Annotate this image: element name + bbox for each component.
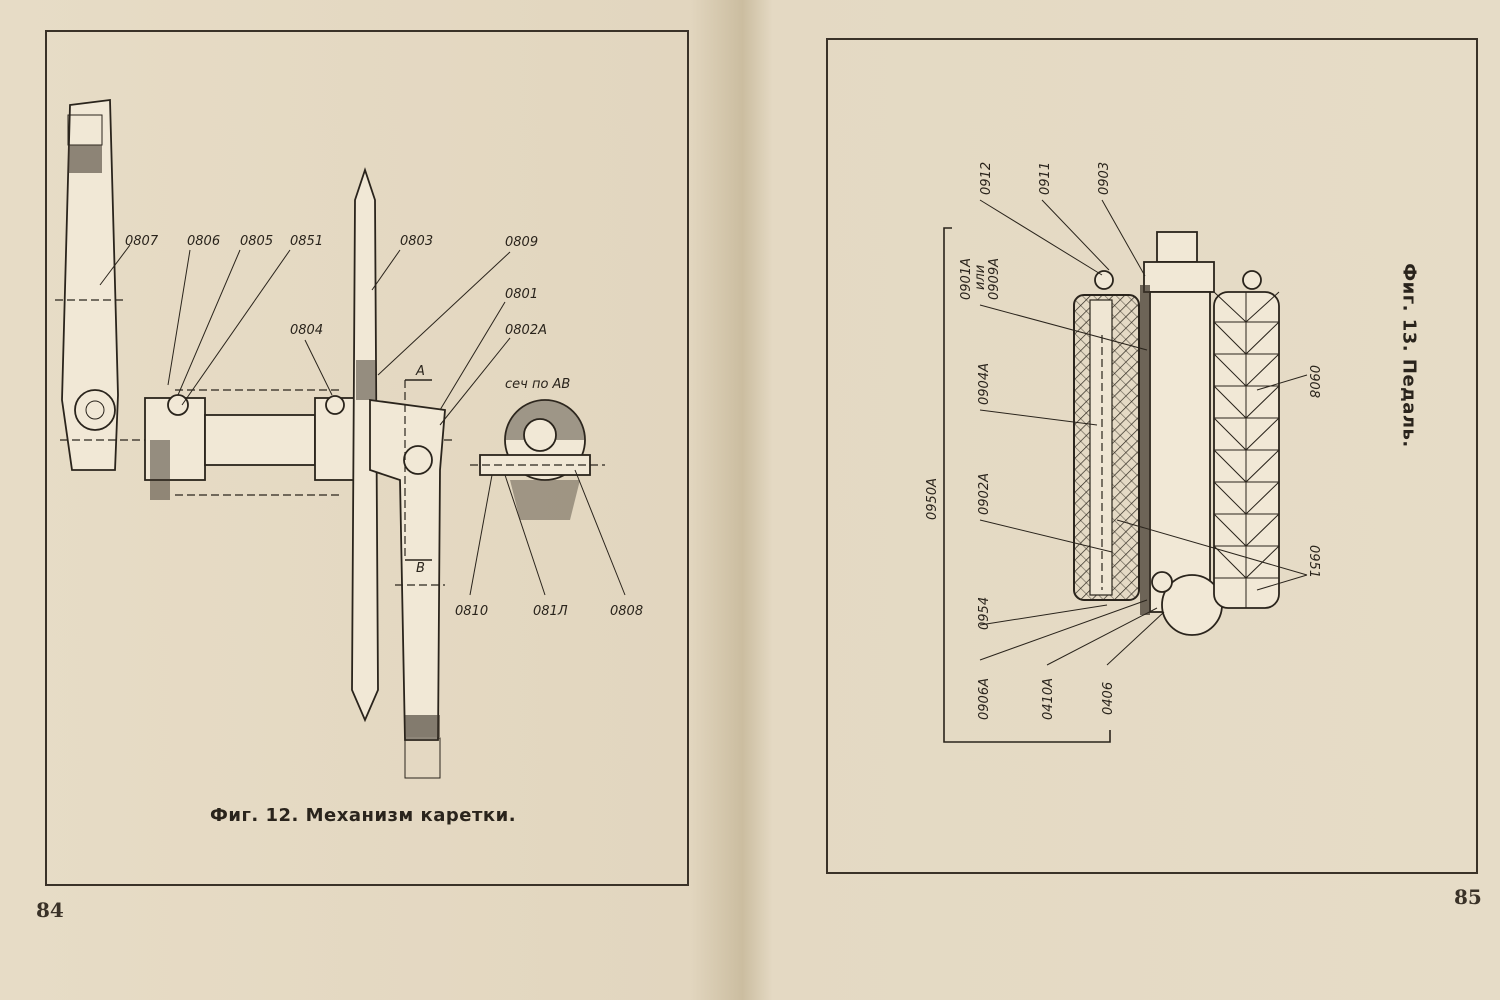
callout-0804: 0804 xyxy=(290,323,323,338)
callout-0908: 0908 xyxy=(1306,365,1321,398)
callout-081l: 081Л xyxy=(533,604,568,619)
pedal-spindle xyxy=(1094,231,1262,636)
right-page: 0912 0911 0903 0901А или 0909А 0904А 090… xyxy=(752,0,1500,1000)
left-crank xyxy=(61,98,119,471)
right-figure-caption: Фиг. 13. Педаль. xyxy=(1398,263,1420,448)
section-mark-b: B xyxy=(416,561,425,576)
callout-0803: 0803 xyxy=(400,234,433,249)
callout-0802a: 0802А xyxy=(505,323,547,338)
callout-ili: или xyxy=(973,265,988,290)
callout-0807: 0807 xyxy=(125,234,159,249)
callout-0902a: 0902А xyxy=(977,473,992,515)
callout-0809: 0809 xyxy=(505,235,538,250)
callout-0901a: 0901А xyxy=(959,258,974,300)
left-page: 0807 0806 0805 0851 0803 0809 0801 0802А… xyxy=(36,30,689,922)
callout-0808: 0808 xyxy=(610,604,643,619)
section-label: сеч по АВ xyxy=(505,377,570,392)
pedal-right-block xyxy=(1213,291,1280,609)
group-bracket xyxy=(943,227,1111,743)
callout-0903: 0903 xyxy=(1097,162,1112,195)
pedal-left-block xyxy=(1073,294,1140,601)
callout-0810: 0810 xyxy=(455,604,488,619)
right-leaders xyxy=(979,199,1308,666)
callout-0951: 0951 xyxy=(1306,545,1321,578)
callout-0906a: 0906А xyxy=(977,678,992,720)
left-leaders xyxy=(99,244,626,596)
callout-0801: 0801 xyxy=(505,287,538,302)
right-callouts: 0912 0911 0903 0901А или 0909А 0904А 090… xyxy=(925,162,1321,720)
left-page-number: 84 xyxy=(36,898,64,922)
callout-0909a: 0909А xyxy=(987,258,1002,300)
right-figure-frame xyxy=(826,38,1478,874)
section-ab xyxy=(470,399,605,520)
callout-0911: 0911 xyxy=(1038,162,1053,195)
left-figure-frame xyxy=(45,30,689,886)
section-mark-a: A xyxy=(415,364,425,379)
callout-0806: 0806 xyxy=(187,234,220,249)
callout-0410a: 0410А xyxy=(1041,678,1056,720)
callout-0406: 0406 xyxy=(1101,682,1116,715)
callout-0805: 0805 xyxy=(240,234,273,249)
callout-0954: 0954 xyxy=(977,597,992,630)
callout-0912: 0912 xyxy=(979,162,994,195)
callout-0851: 0851 xyxy=(290,234,323,249)
section-marks xyxy=(404,379,432,561)
axle xyxy=(60,389,455,500)
left-figure-caption: Фиг. 12. Механизм каретки. xyxy=(210,805,517,826)
right-page-number: 85 xyxy=(1454,885,1482,909)
pedal-drawing: 0912 0911 0903 0901А или 0909А 0904А 090… xyxy=(925,162,1321,743)
group-label-0950a: 0950А xyxy=(925,478,940,520)
carriage-mechanism-drawing: 0807 0806 0805 0851 0803 0809 0801 0802А… xyxy=(55,98,643,779)
chainring xyxy=(351,167,379,723)
callout-0904a: 0904А xyxy=(977,363,992,405)
